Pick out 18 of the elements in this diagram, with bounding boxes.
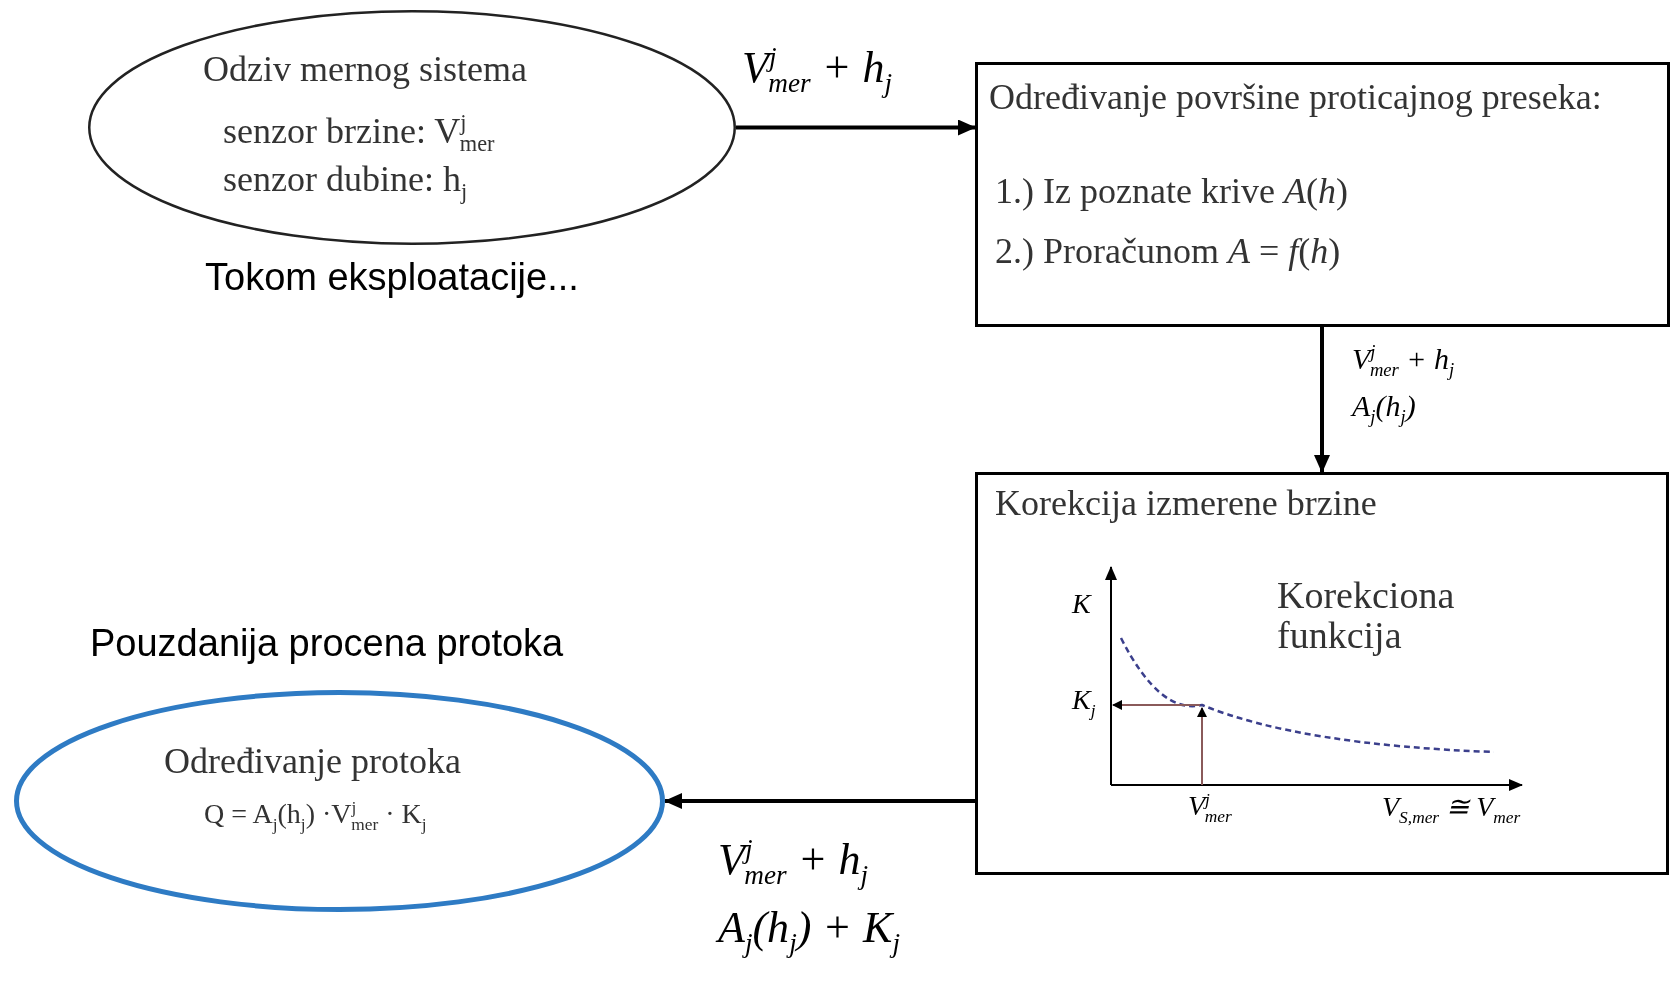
process-box [975,472,1669,875]
node-title: Odziv mernog sistema [203,48,527,90]
arrow [1314,327,1330,473]
node-title: Korekcija izmerene brzine [995,482,1377,524]
caption-text: Tokom eksploatacije... [205,256,579,299]
caption-text: Pouzdanija procena protoka [90,622,564,665]
node-title: Određivanje protoka [164,740,461,782]
node-text: 2.) Proračunom A = f(h) [995,230,1341,272]
node-text: 1.) Iz poznate krive A(h) [995,170,1348,212]
axis-label: K [1072,588,1091,620]
process-box [975,62,1670,327]
result-ellipse [14,690,665,912]
arrow [664,793,975,809]
arrow [736,119,976,136]
curve-label: Korekciona funkcija [1277,576,1456,656]
node-title: Određivanje površine proticajnog preseka: [989,76,1603,119]
axis-label: V$_{S,mer}$ ≅ V$_{mer}$ [1382,790,1521,823]
start-ellipse [88,10,736,245]
